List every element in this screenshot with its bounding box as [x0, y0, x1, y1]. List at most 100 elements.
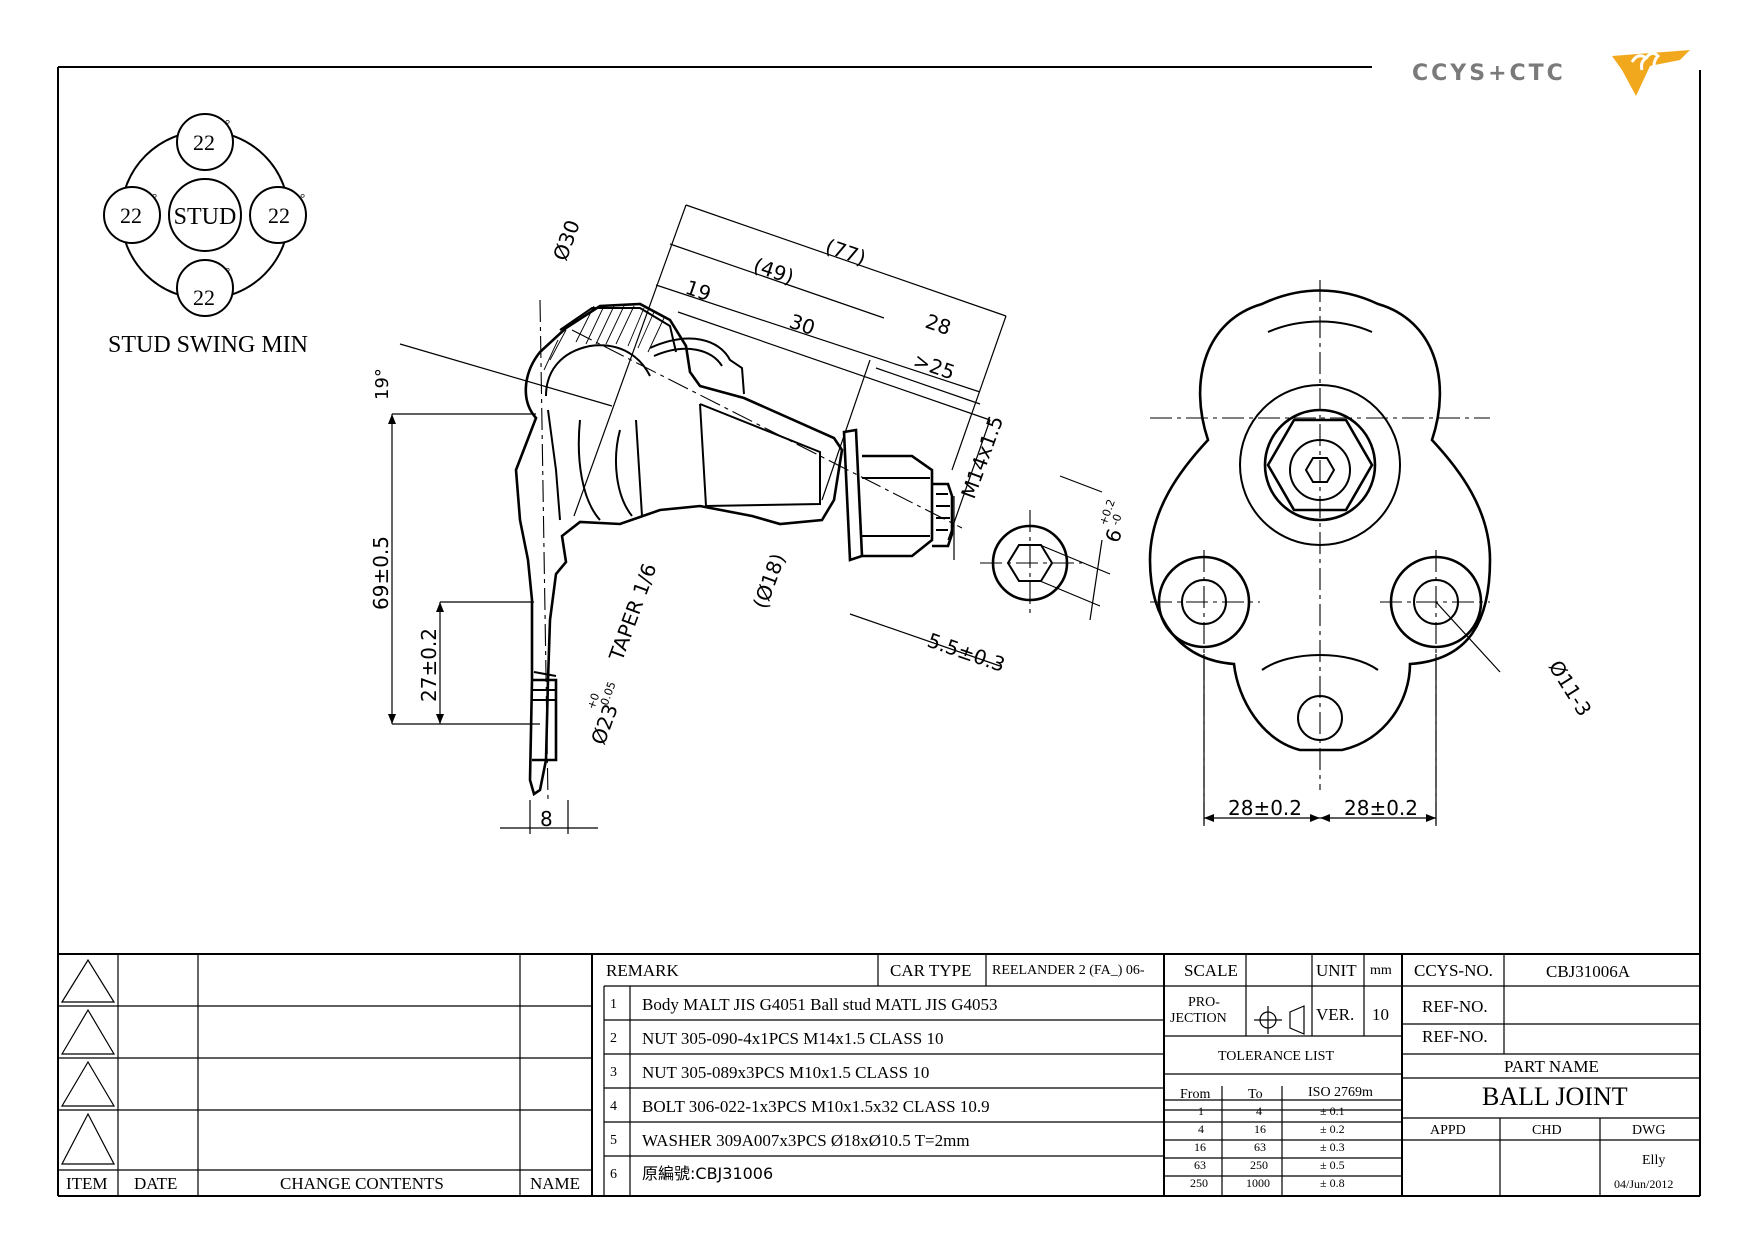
tolerance-to: 1000: [1246, 1176, 1270, 1190]
ccys-no-value: CBJ31006A: [1546, 962, 1631, 981]
svg-text:°: °: [225, 116, 230, 131]
sheet-frame: [57, 66, 1701, 1197]
dim-length-30: 30: [786, 309, 818, 340]
part-name-label: PART NAME: [1504, 1057, 1599, 1076]
projection-label: JECTION: [1170, 1011, 1227, 1026]
side-view: [514, 299, 963, 801]
remark-text: 原編號:CBJ31006: [642, 1164, 774, 1183]
dwg-name: Elly: [1642, 1153, 1666, 1168]
remark-text: Body MALT JIS G4051 Ball stud MATL JIS G…: [642, 995, 998, 1014]
tolerance-value: ± 0.5: [1320, 1158, 1345, 1172]
stud-swing-diagram: STUD 22 22 22 22 ° ° ° ° STUD SWING MIN: [103, 113, 308, 358]
logo-text: CCYS+CTC: [1412, 61, 1566, 86]
dim-height-69: 69±0.5: [369, 536, 393, 610]
unit-label: UNIT: [1316, 961, 1357, 980]
remark-no: 3: [610, 1065, 617, 1080]
tolerance-from: 250: [1190, 1176, 1208, 1190]
tolerance-value: ± 0.2: [1320, 1122, 1345, 1136]
rev-header-name: NAME: [530, 1174, 581, 1193]
logo-mark-icon: [1612, 50, 1690, 96]
dim-width-8: 8: [540, 807, 553, 831]
dim-length-5-5: 5.5±0.3: [924, 628, 1008, 677]
ver-value: 10: [1372, 1005, 1389, 1024]
tolerance-from: 16: [1194, 1140, 1206, 1154]
tolerance-title: TOLERANCE LIST: [1218, 1049, 1335, 1064]
dwg-date: 04/Jun/2012: [1614, 1177, 1674, 1191]
remark-text: NUT 305-090-4x1PCS M14x1.5 CLASS 10: [642, 1029, 944, 1048]
dim-length-25: >25: [910, 348, 958, 384]
dim-bolt-spacing-left: 28±0.2: [1228, 796, 1302, 820]
appd-label: APPD: [1430, 1123, 1466, 1138]
projection-label: PRO-: [1188, 995, 1220, 1010]
dim-bolt-spacing-right: 28±0.2: [1344, 796, 1418, 820]
remark-no: 2: [610, 1031, 617, 1046]
title-block-grid: [58, 953, 1700, 1196]
svg-text:°: °: [300, 190, 305, 205]
company-logo: CCYS+CTC: [1412, 50, 1690, 96]
tolerance-header-to: To: [1248, 1087, 1263, 1102]
ref-no-label: REF-NO.: [1422, 997, 1488, 1016]
swing-angle-right: 22: [268, 203, 290, 228]
svg-text:-0: -0: [1109, 512, 1125, 527]
swing-angle-top: 22: [193, 130, 215, 155]
chd-label: CHD: [1532, 1123, 1562, 1138]
stud-label: STUD: [174, 204, 237, 230]
tolerance-value: ± 0.1: [1320, 1104, 1345, 1118]
tolerance-to: 63: [1254, 1140, 1266, 1154]
ccys-no-label: CCYS-NO.: [1414, 961, 1493, 980]
dim-taper: TAPER 1/6: [604, 560, 662, 665]
projection-symbol-icon: [1254, 1005, 1305, 1035]
car-type-label: CAR TYPE: [890, 961, 972, 980]
svg-text:+0: +0: [585, 691, 603, 711]
remark-no: 1: [610, 997, 617, 1012]
rev-header-change: CHANGE CONTENTS: [280, 1174, 444, 1193]
dim-hex-6: 6: [1100, 526, 1127, 546]
dim-thread: M14x1.5: [956, 412, 1008, 501]
dimension-labels: Ø30 (77) (49) 19 30 28 >25 19° 69±0.5 27…: [369, 217, 1597, 831]
tolerance-from: 1: [1198, 1104, 1204, 1118]
tolerance-value: ± 0.8: [1320, 1176, 1345, 1190]
remark-no: 6: [610, 1167, 617, 1182]
stud-swing-caption: STUD SWING MIN: [108, 332, 308, 358]
tolerance-to: 4: [1256, 1104, 1262, 1118]
tolerance-from: 4: [1198, 1122, 1204, 1136]
dim-length-28: 28: [922, 309, 954, 340]
remark-text: BOLT 306-022-1x3PCS M10x1.5x32 CLASS 10.…: [642, 1097, 990, 1116]
dim-diameter-18: (Ø18): [748, 550, 790, 612]
tolerance-to: 250: [1250, 1158, 1268, 1172]
dwg-label: DWG: [1632, 1123, 1666, 1138]
swing-angle-bottom: 22: [193, 285, 215, 310]
tolerance-to: 16: [1254, 1122, 1266, 1136]
svg-text:°: °: [225, 264, 230, 279]
tolerance-value: ± 0.3: [1320, 1140, 1345, 1154]
scale-label: SCALE: [1184, 961, 1238, 980]
remark-text: NUT 305-089x3PCS M10x1.5 CLASS 10: [642, 1063, 930, 1082]
dimension-lines: [388, 204, 1103, 834]
svg-text:°: °: [152, 190, 157, 205]
tolerance-header-std: ISO 2769m: [1308, 1085, 1373, 1100]
title-block: ITEM DATE CHANGE CONTENTS NAME REMARK CA…: [58, 954, 1702, 1196]
ver-label: VER.: [1316, 1005, 1355, 1024]
part-name-value: BALL JOINT: [1482, 1082, 1628, 1111]
ref-no-label: REF-NO.: [1422, 1027, 1488, 1046]
tolerance-header-from: From: [1180, 1087, 1211, 1102]
dim-hole-diameter: Ø11-3: [1544, 656, 1597, 721]
dim-length-77: (77): [822, 234, 869, 270]
rev-header-date: DATE: [134, 1174, 178, 1193]
remark-no: 4: [610, 1099, 617, 1114]
remark-no: 5: [610, 1133, 617, 1148]
dim-head-diameter: Ø30: [548, 217, 585, 264]
top-view: [1148, 280, 1501, 826]
swing-angle-left: 22: [120, 203, 142, 228]
remark-header: REMARK: [606, 961, 679, 980]
dim-length-49: (49): [750, 253, 797, 289]
car-type-value: REELANDER 2 (FA_) 06-: [992, 963, 1145, 978]
tolerance-from: 63: [1194, 1158, 1206, 1172]
dim-height-27: 27±0.2: [417, 628, 441, 702]
dim-length-19: 19: [682, 275, 714, 306]
unit-value: mm: [1370, 963, 1392, 978]
rev-header-item: ITEM: [66, 1174, 108, 1193]
remark-text: WASHER 309A007x3PCS Ø18xØ10.5 T=2mm: [642, 1131, 970, 1150]
dim-angle-19: 19°: [372, 368, 393, 400]
